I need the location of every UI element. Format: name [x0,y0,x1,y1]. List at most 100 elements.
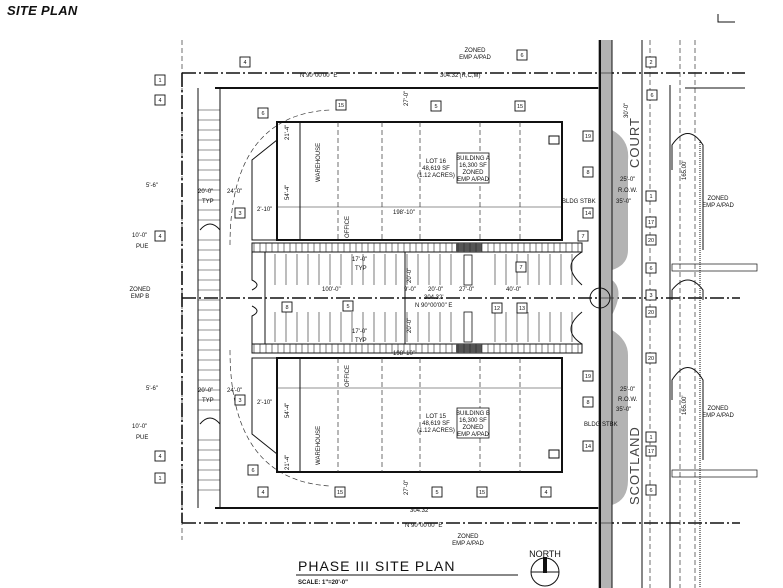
keynote-box [577,230,589,242]
keynote-number: 5 [346,304,349,310]
keynote-callout: 17 [645,216,657,228]
keynote-number: 6 [261,111,264,117]
keynote-number: 14 [585,211,591,217]
west-parking-stalls [198,109,220,491]
building-area: 16,300 SF [459,418,487,424]
keynote-callout: 5 [342,300,354,312]
keynote-box [154,472,166,484]
keynote-callout: 8 [582,166,594,178]
keynote-box [334,486,346,498]
dimension-label: PUE [136,435,148,441]
warehouse-label: WAREHOUSE [316,426,322,465]
building-a-labels: BUILDING A 16,300 SF ZONED EMP A/PAD LOT… [316,143,490,238]
keynote-number: 8 [586,170,589,176]
keynote-box [645,484,657,496]
lot-acres: (1.12 ACRES) [417,428,455,434]
dimension-label: 40'-0" [506,287,521,293]
keynote-callout: 6 [516,49,528,61]
zoning-south: EMP A/PAD [452,541,484,547]
keynote-number: 15 [337,490,343,496]
lot-area: 48,619 SF [422,421,450,427]
keynote-callout: 8 [582,396,594,408]
building-name: BUILDING B [456,411,490,417]
building-name: BUILDING A [456,156,490,162]
keynote-number: 3 [238,398,241,404]
keynote-number: 14 [585,444,591,450]
keynote-number: 17 [648,449,654,455]
keynote-callout: 3 [234,394,246,406]
building-zoning: EMP A/PAD [457,177,489,183]
zoning-west: EMP B [131,294,150,300]
keynote-callout: 15 [334,486,346,498]
street-name-court: COURT [627,117,642,168]
keynote-callout: 15 [514,100,526,112]
dimension-label: R.O.W. [618,397,638,403]
keynote-callout: 1 [645,190,657,202]
keynote-box [234,207,246,219]
dimension-label: 17'-0" [352,329,367,335]
dimension-label: 27'-0" [459,287,474,293]
dimension-label: 100'-0" [322,287,341,293]
keynote-box [335,99,347,111]
keynote-number: 1 [649,194,652,200]
keynote-number: 4 [158,98,161,104]
keynote-box [582,166,594,178]
dimension-label: TYP [355,266,367,272]
dimension-label: 30'-0" [624,103,630,118]
dimension-label: 17'-0" [352,257,367,263]
keynote-box [239,56,251,68]
bearing-label: 304.32' [410,508,430,514]
keynote-box [516,49,528,61]
keynote-callout: 4 [239,56,251,68]
dimension-label: TYP [355,338,367,344]
keynote-box [540,486,552,498]
dimension-label: 21'-4" [285,125,291,140]
turning-arc [229,349,331,487]
dimension-label: 25'-0" [620,177,635,183]
dimension-label: 20'-0" [407,268,413,283]
keynote-box [154,94,166,106]
dimension-label: 9'-0" [404,287,416,293]
keynote-callout: 14 [582,440,594,452]
plan-scale: SCALE: 1"=20'-0" [298,580,348,586]
building-b-labels: BUILDING B 16,300 SF ZONED EMP A/PAD LOT… [316,365,490,465]
keynote-callout: 12 [491,302,503,314]
lot-area: 48,619 SF [422,166,450,172]
dimension-label: 24'-0" [227,189,242,195]
keynote-box [645,216,657,228]
keynote-callout: 15 [476,486,488,498]
keynote-number: 6 [251,468,254,474]
zoning-east: ZONED [708,196,730,202]
dimension-label: 35'-0" [616,407,631,413]
dimension-label: 10'-0" [132,424,147,430]
dimension-label: 24'-0" [227,388,242,394]
west-islands [199,223,221,425]
keynote-number: 15 [338,103,344,109]
dimension-label: 25'-0" [620,387,635,393]
zoning-east: ZONED [708,406,730,412]
dimension-label: 20'-0" [198,388,213,394]
dimension-label: 20'-0" [407,318,413,333]
zoning-south: ZONED [458,534,480,540]
bearing-label: 304.32' [424,295,444,301]
keynote-box [257,107,269,119]
bearing-label: N 90°00'00" E [405,523,442,529]
keynote-box [582,370,594,382]
keynote-box [582,130,594,142]
bearing-label: N 90°00'00" E [415,303,452,309]
dimension-label: 2'-10" [257,207,272,213]
keynote-number: 3 [649,293,652,299]
warehouse-label: WAREHOUSE [316,143,322,182]
keynote-box [645,431,657,443]
keynote-callout: 3 [645,289,657,301]
keynote-box [431,486,443,498]
bearing-label: 304.32'(R,C,M) [440,73,481,79]
dimension-labels: 5'-6"20'-0"24'-0"TYP2'-10"10'-0"PUE5'-6"… [132,91,688,495]
keynote-callout: 6 [645,484,657,496]
keynote-box [516,302,528,314]
dimension-label: 10'-0" [132,233,147,239]
keynote-callout: 1 [154,74,166,86]
keynote-number: 4 [158,234,161,240]
keynote-number: 1 [158,78,161,84]
